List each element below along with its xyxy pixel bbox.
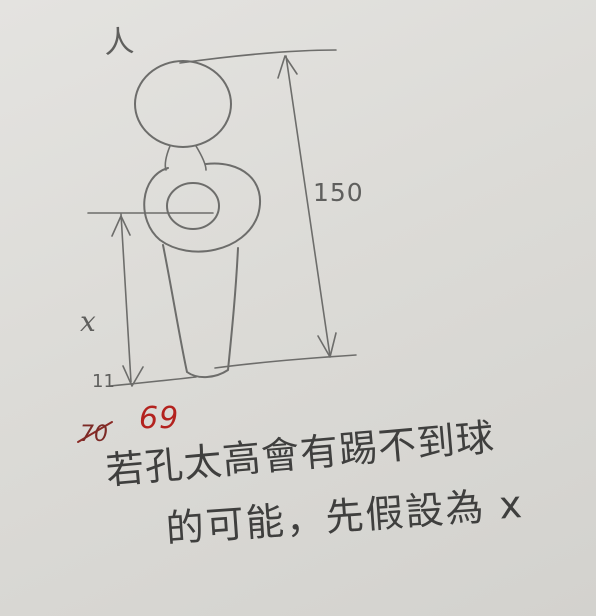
ground-mark-label: 11	[92, 371, 115, 392]
corrected-value: 69	[139, 401, 180, 436]
body-circle	[143, 162, 261, 253]
crossed-out-value: 70	[80, 422, 108, 447]
height-label: 150	[313, 178, 364, 207]
person-label: 人	[102, 23, 136, 62]
height-arrow-top	[277, 55, 298, 79]
x-arrow-bottom	[122, 365, 144, 387]
neck-stroke	[164, 145, 207, 171]
x-dimension-line	[120, 213, 132, 383]
top-reference-line	[179, 49, 337, 64]
ground-line-left	[109, 376, 197, 387]
leg-outline	[162, 244, 239, 378]
height-dimension-line	[285, 55, 331, 357]
unknown-x-label: x	[80, 305, 96, 338]
strike-line	[77, 421, 113, 443]
height-arrow-bottom	[317, 332, 337, 358]
x-arrow-top	[111, 215, 131, 237]
ground-line-right	[214, 354, 357, 369]
head-circle	[134, 60, 232, 148]
hole-circle	[166, 182, 220, 230]
